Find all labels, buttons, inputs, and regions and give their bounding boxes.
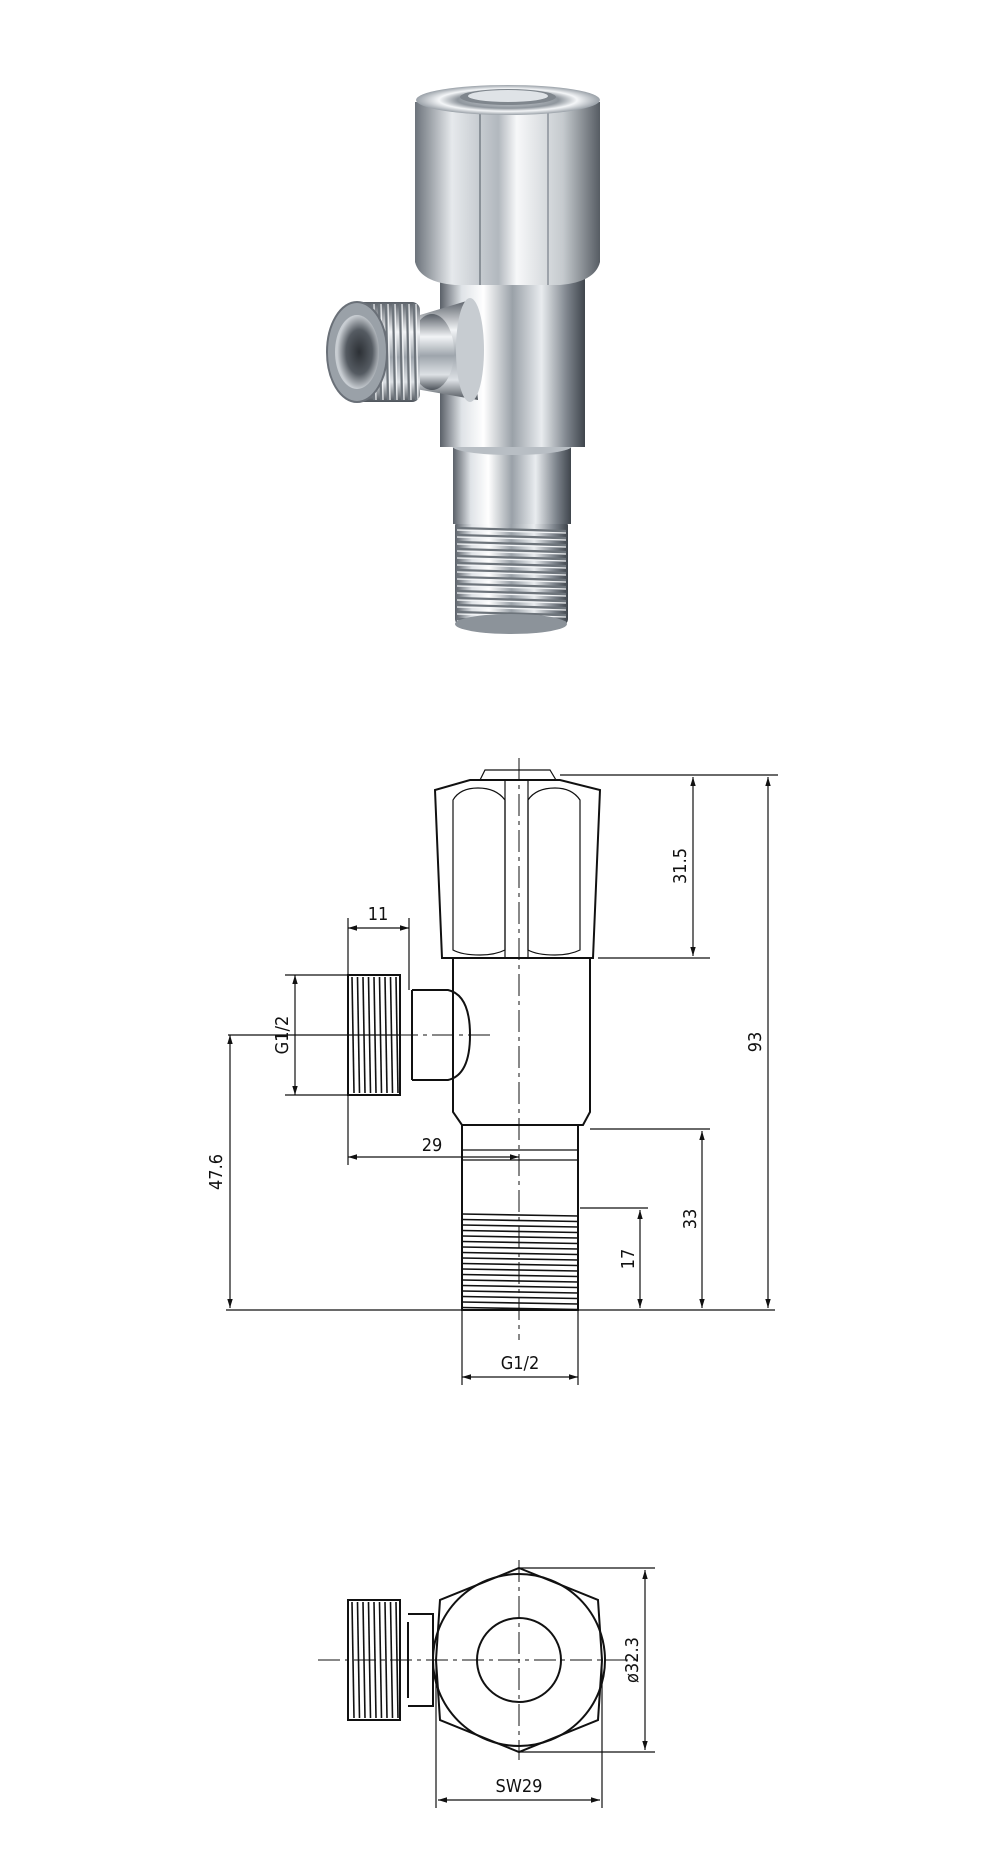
- thread-line: [461, 1213, 579, 1217]
- dim-outlet-width: 11: [347, 904, 410, 990]
- front-cap: [433, 769, 602, 959]
- thread-line: [461, 1257, 579, 1261]
- dim-cap-diameter: ø32.3: [519, 1567, 655, 1753]
- front-body: [452, 958, 591, 1212]
- thread-line: [456, 536, 567, 541]
- thread-line: [461, 1284, 579, 1289]
- thread-line: [391, 303, 397, 401]
- thread-line: [456, 557, 567, 562]
- thread-line: [405, 303, 411, 401]
- thread-line: [456, 540, 567, 547]
- thread-line: [456, 529, 567, 534]
- front-inlet-thread: [461, 1212, 579, 1311]
- thread-line: [456, 592, 567, 597]
- thread-line: [456, 550, 567, 555]
- thread-line: [461, 1224, 579, 1228]
- thread-line: [461, 1268, 579, 1272]
- dim-inlet-height: 33: [590, 1128, 710, 1308]
- thread-line: [456, 561, 567, 568]
- thread-line: [456, 589, 567, 596]
- thread-line: [461, 1246, 579, 1250]
- thread-line: [456, 606, 567, 611]
- thread-line: [461, 1290, 579, 1294]
- thread-line: [456, 578, 567, 583]
- thread-line: [461, 1229, 579, 1234]
- thread-line: [456, 568, 567, 575]
- thread-line: [415, 303, 419, 401]
- dim-outlet-height: 47.6: [206, 1034, 400, 1308]
- photo-outlet-arm: [410, 298, 484, 402]
- thread-line: [384, 1601, 388, 1719]
- thread-line: [461, 1306, 579, 1311]
- photo-hex-cap: [415, 85, 600, 285]
- dim-cap-diameter-label: ø32.3: [622, 1637, 643, 1683]
- dim-inlet-thread-length-label: 17: [618, 1249, 639, 1270]
- thread-line: [461, 1251, 579, 1256]
- thread-line: [456, 533, 567, 540]
- thread-line: [456, 543, 567, 548]
- dim-inlet-thread-label: G1/2: [501, 1353, 540, 1374]
- thread-line: [456, 599, 567, 604]
- thread-line: [456, 610, 567, 617]
- thread-line: [351, 1601, 355, 1719]
- dim-inlet-height-label: 33: [680, 1209, 701, 1230]
- thread-line: [398, 303, 404, 401]
- thread-line: [461, 1262, 579, 1267]
- dim-inlet-thread: G1/2: [461, 1310, 579, 1385]
- dim-outlet-offset: 29: [347, 1095, 519, 1165]
- thread-line: [456, 564, 567, 569]
- dim-wrench-size: SW29: [435, 1660, 603, 1808]
- thread-line: [456, 575, 567, 582]
- dim-outlet-width-label: 11: [368, 904, 389, 925]
- top-view-drawing: ø32.3 SW29: [318, 1560, 655, 1808]
- thread-line: [461, 1301, 579, 1305]
- thread-line: [394, 303, 398, 401]
- dim-cap-height: 31.5: [560, 774, 710, 959]
- thread-line: [378, 1601, 383, 1719]
- thread-line: [456, 571, 567, 576]
- thread-line: [456, 582, 567, 589]
- dim-outlet-offset-label: 29: [422, 1135, 443, 1156]
- thread-line: [456, 547, 567, 554]
- thread-line: [412, 303, 418, 401]
- thread-line: [461, 1235, 579, 1239]
- dim-total-height-label: 93: [745, 1032, 766, 1053]
- thread-line: [387, 303, 391, 401]
- dim-outlet-height-label: 47.6: [206, 1154, 227, 1190]
- thread-line: [461, 1295, 579, 1300]
- front-view-drawing: 11 G1/2 29 47.6 31.5: [206, 758, 778, 1385]
- thread-line: [401, 303, 405, 401]
- dim-total-height: 93: [710, 774, 778, 1308]
- thread-line: [461, 1279, 579, 1283]
- thread-line: [456, 596, 567, 603]
- thread-line: [461, 1240, 579, 1245]
- thread-line: [456, 585, 567, 590]
- photo-inlet-thread: [455, 520, 568, 634]
- product-photo: [326, 85, 600, 634]
- thread-line: [461, 1273, 579, 1278]
- photo-outlet-thread: [326, 301, 420, 403]
- thread-line: [456, 554, 567, 561]
- thread-line: [408, 303, 412, 401]
- dim-wrench-size-label: SW29: [496, 1776, 543, 1797]
- thread-line: [456, 526, 567, 533]
- thread-line: [456, 603, 567, 610]
- thread-line: [461, 1218, 579, 1223]
- dim-inlet-thread-length: 17: [580, 1207, 648, 1308]
- photo-lower-body: [453, 442, 571, 524]
- dim-cap-height-label: 31.5: [670, 848, 691, 884]
